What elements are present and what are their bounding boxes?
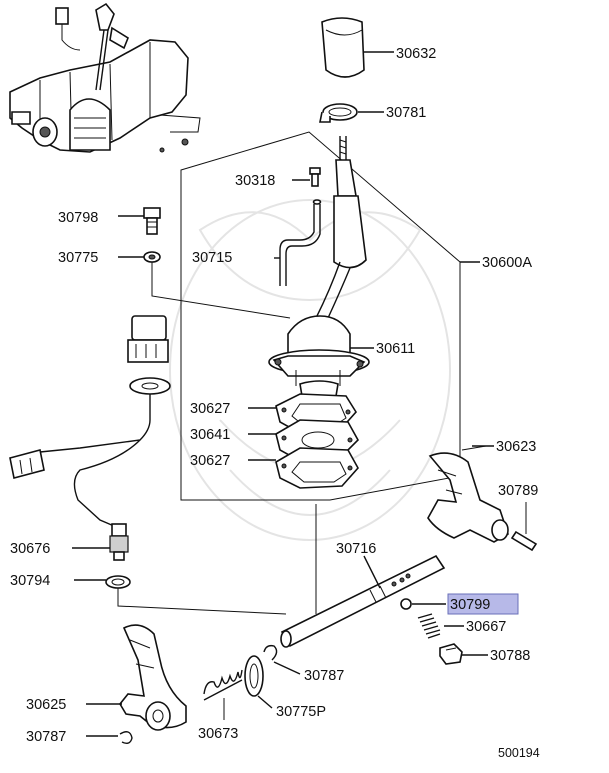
label-30627-lower[interactable]: 30627 — [190, 453, 230, 469]
label-30787-lower[interactable]: 30787 — [26, 729, 66, 745]
label-30673[interactable]: 30673 — [198, 726, 238, 742]
clip-30787-upper — [263, 644, 301, 675]
select-rod — [274, 199, 322, 286]
label-30781[interactable]: 30781 — [386, 105, 426, 121]
label-30600A[interactable]: 30600A — [482, 255, 532, 271]
label-30676[interactable]: 30676 — [10, 541, 50, 557]
label-30799[interactable]: 30799 — [450, 597, 490, 613]
label-30627-upper[interactable]: 30627 — [190, 401, 230, 417]
transmission-illustration — [9, 2, 201, 153]
spring-30673 — [203, 669, 243, 720]
gasket-lower — [248, 447, 359, 489]
label-30787-upper[interactable]: 30787 — [304, 668, 344, 684]
plug-30788 — [439, 643, 488, 665]
watermark — [169, 199, 451, 541]
label-30798[interactable]: 30798 — [58, 210, 98, 226]
shift-shaft — [280, 504, 446, 648]
label-30318[interactable]: 30318 — [235, 173, 275, 189]
label-30794[interactable]: 30794 — [10, 573, 50, 589]
label-30641[interactable]: 30641 — [190, 427, 230, 443]
bolt-30798 — [118, 207, 161, 235]
drawing-number: 500194 — [498, 746, 540, 760]
pin-30789 — [510, 502, 538, 552]
label-30715[interactable]: 30715 — [192, 250, 232, 266]
bolt-30318 — [292, 167, 321, 187]
shift-fork-right — [427, 445, 509, 543]
label-30788[interactable]: 30788 — [490, 648, 530, 664]
label-30625[interactable]: 30625 — [26, 697, 66, 713]
label-30667[interactable]: 30667 — [466, 619, 506, 635]
washer-30775 — [118, 251, 291, 319]
harness-connector — [9, 315, 171, 561]
shift-fork-left — [86, 624, 187, 731]
label-30611[interactable]: 30611 — [376, 341, 415, 357]
label-30632[interactable]: 30632 — [396, 46, 436, 62]
spring-30667 — [417, 613, 464, 639]
boot-clip — [319, 103, 384, 123]
ball-30799 — [400, 598, 446, 610]
label-30623[interactable]: 30623 — [496, 439, 536, 455]
highlight-box — [447, 593, 519, 615]
washer-30794 — [74, 575, 287, 615]
shift-lever — [315, 136, 367, 319]
label-30716[interactable]: 30716 — [336, 541, 376, 557]
label-30775P[interactable]: 30775P — [276, 704, 326, 720]
label-30789[interactable]: 30789 — [498, 483, 538, 499]
shift-housing — [268, 315, 374, 400]
shift-knob — [321, 17, 394, 78]
clip-30787-lower — [86, 731, 133, 745]
label-30775[interactable]: 30775 — [58, 250, 98, 266]
ring-30775P — [244, 655, 273, 709]
